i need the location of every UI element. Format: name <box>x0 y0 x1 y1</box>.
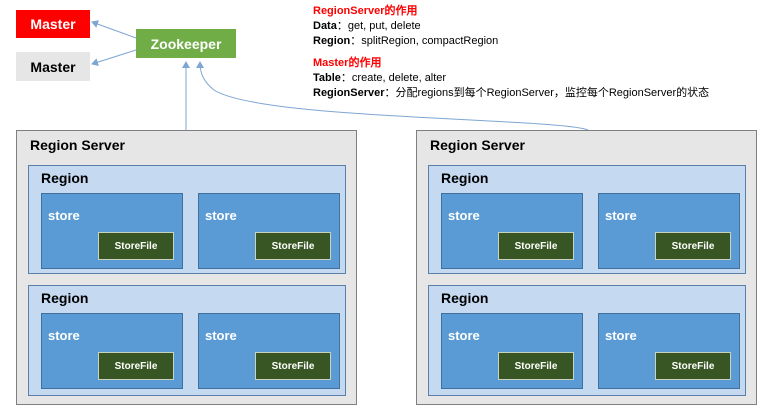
store-title: store <box>448 208 480 223</box>
note-key: Data <box>313 20 337 32</box>
store-box: store StoreFile <box>598 193 740 269</box>
note-text: ：create, delete, alter <box>340 72 447 84</box>
store-box: store StoreFile <box>198 313 340 389</box>
zk-to-master-standby-arrow <box>91 49 137 66</box>
regionserver-role-heading: RegionServer的作用 <box>313 5 418 17</box>
store-title: store <box>448 328 480 343</box>
store-box: store StoreFile <box>598 313 740 389</box>
region-title: Region <box>41 170 89 186</box>
note-text: ：splitRegion, compactRegion <box>350 35 499 47</box>
store-title: store <box>605 208 637 223</box>
master-active-box: Master <box>16 10 90 38</box>
storefile-box: StoreFile <box>98 232 174 260</box>
region-1-2: Region store StoreFile store StoreFile <box>28 285 346 396</box>
storefile-box: StoreFile <box>498 232 574 260</box>
region-server-1: Region Server Region store StoreFile sto… <box>16 130 357 405</box>
regionserver-role-notes: RegionServer的作用 Data：get, put, delete Re… <box>313 4 498 49</box>
store-title: store <box>205 328 237 343</box>
master-active-label: Master <box>30 16 76 32</box>
region-server-2: Region Server Region store StoreFile sto… <box>416 130 757 405</box>
store-title: store <box>48 208 80 223</box>
region-title: Region <box>441 170 489 186</box>
store-title: store <box>48 328 80 343</box>
store-title: store <box>605 328 637 343</box>
region-server-title: Region Server <box>430 137 525 153</box>
note-key: Region <box>313 35 351 47</box>
note-line: Table：create, delete, alter <box>313 71 709 86</box>
store-title: store <box>205 208 237 223</box>
master-role-notes: Master的作用 Table：create, delete, alter Re… <box>313 56 709 101</box>
note-key: RegionServer <box>313 87 385 99</box>
note-text: ：分配regions到每个RegionServer，监控每个RegionServ… <box>384 87 710 99</box>
note-text: ：get, put, delete <box>336 20 421 32</box>
zookeeper-box: Zookeeper <box>136 29 236 58</box>
storefile-box: StoreFile <box>498 352 574 380</box>
storefile-box: StoreFile <box>655 352 731 380</box>
store-box: store StoreFile <box>441 193 583 269</box>
storefile-box: StoreFile <box>655 232 731 260</box>
master-standby-box: Master <box>16 52 90 81</box>
zookeeper-label: Zookeeper <box>150 35 222 52</box>
zk-to-master-active-arrow <box>91 20 137 39</box>
rs2-to-zk-arrow <box>196 61 589 131</box>
storefile-box: StoreFile <box>255 232 331 260</box>
region-server-title: Region Server <box>30 137 125 153</box>
store-box: store StoreFile <box>41 193 183 269</box>
region-title: Region <box>41 290 89 306</box>
note-line: RegionServer：分配regions到每个RegionServer，监控… <box>313 86 709 101</box>
region-2-2: Region store StoreFile store StoreFile <box>428 285 746 396</box>
note-key: Table <box>313 72 341 84</box>
note-line: Region：splitRegion, compactRegion <box>313 34 498 49</box>
master-standby-label: Master <box>30 58 76 75</box>
store-box: store StoreFile <box>41 313 183 389</box>
storefile-box: StoreFile <box>255 352 331 380</box>
region-title: Region <box>441 290 489 306</box>
store-box: store StoreFile <box>441 313 583 389</box>
storefile-box: StoreFile <box>98 352 174 380</box>
region-2-1: Region store StoreFile store StoreFile <box>428 165 746 274</box>
region-1-1: Region store StoreFile store StoreFile <box>28 165 346 274</box>
note-line: Data：get, put, delete <box>313 19 498 34</box>
master-role-heading: Master的作用 <box>313 57 382 69</box>
store-box: store StoreFile <box>198 193 340 269</box>
